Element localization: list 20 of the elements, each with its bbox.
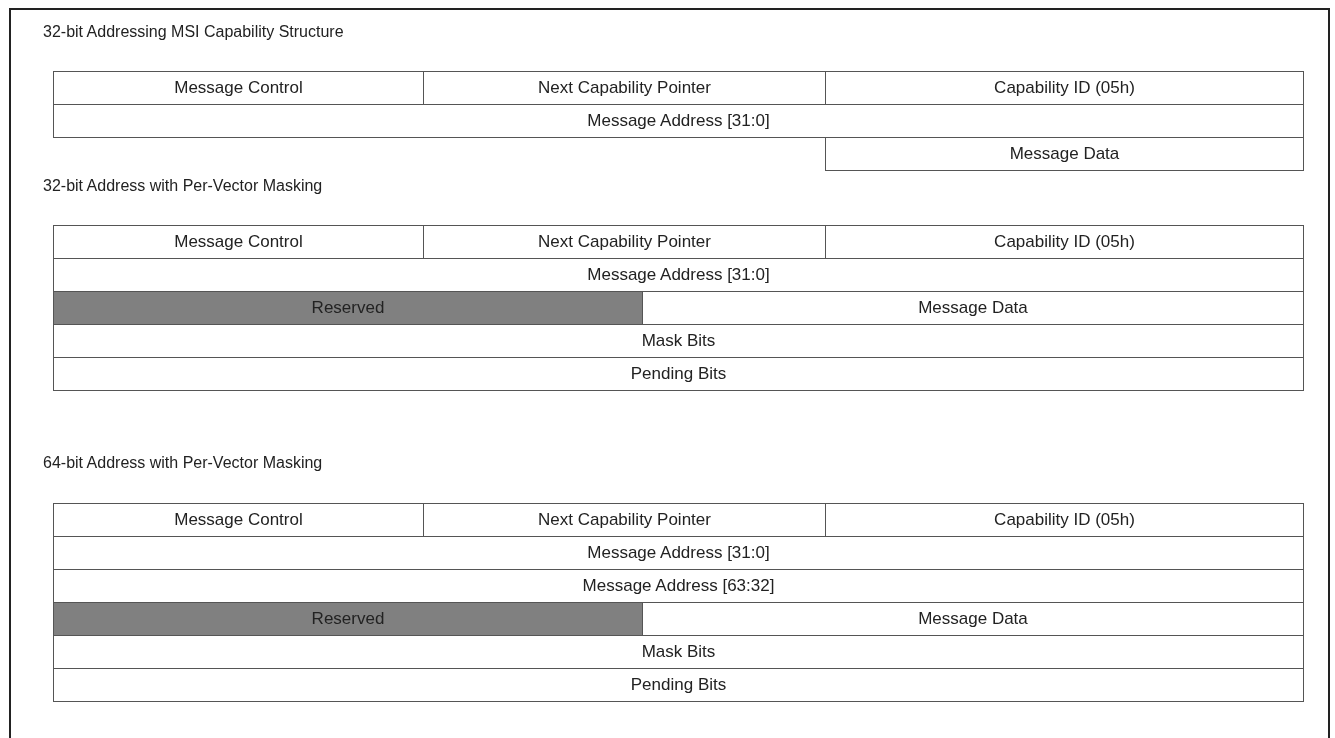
register-field-cell: Capability ID (05h)	[825, 503, 1304, 537]
section-title: 32-bit Address with Per-Vector Masking	[43, 176, 323, 196]
section-title: 64-bit Address with Per-Vector Masking	[43, 453, 323, 473]
register-field-cell: Mask Bits	[53, 324, 1304, 358]
register-field-cell: Message Control	[53, 71, 424, 105]
reserved-field-cell: Reserved	[53, 291, 643, 325]
register-field-cell: Message Address [63:32]	[53, 569, 1304, 603]
register-field-cell: Message Control	[53, 225, 424, 259]
section-title: 32-bit Addressing MSI Capability Structure	[43, 22, 344, 42]
reserved-field-cell: Reserved	[53, 602, 643, 636]
register-field-cell: Pending Bits	[53, 357, 1304, 391]
register-field-cell: Capability ID (05h)	[825, 225, 1304, 259]
register-field-cell: Message Address [31:0]	[53, 104, 1304, 138]
register-field-cell: Message Address [31:0]	[53, 258, 1304, 292]
register-field-cell: Pending Bits	[53, 668, 1304, 702]
register-field-cell: Message Control	[53, 503, 424, 537]
register-field-cell: Message Address [31:0]	[53, 536, 1304, 570]
register-field-cell: Mask Bits	[53, 635, 1304, 669]
register-field-cell: Capability ID (05h)	[825, 71, 1304, 105]
register-field-cell: Message Data	[825, 137, 1304, 171]
